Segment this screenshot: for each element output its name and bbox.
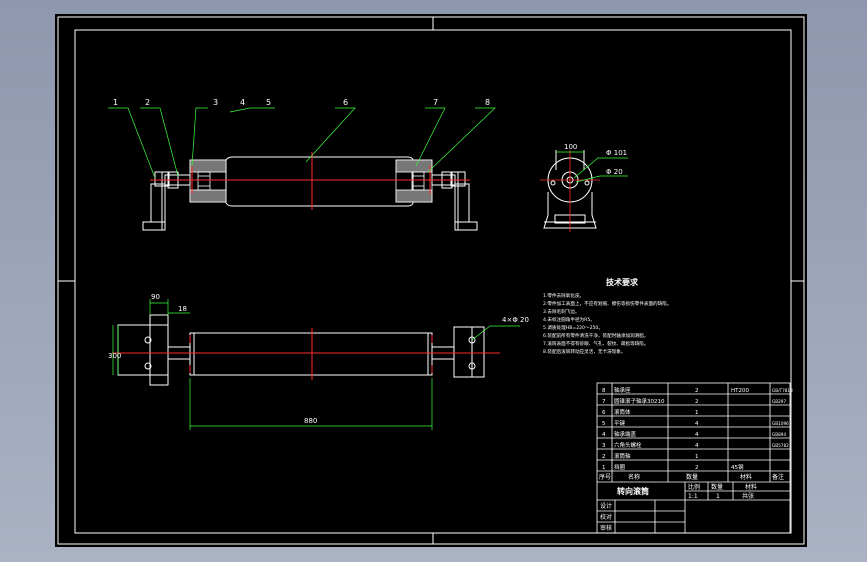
left-hub — [189, 159, 227, 203]
balloon-1[interactable]: 1 — [113, 98, 118, 107]
balloon-4[interactable]: 4 — [240, 98, 245, 107]
technical-notes: 技术要求 1.零件去除氧化皮。 2.零件加工表面上，不应有划痕、擦伤等损伤零件表… — [543, 277, 671, 355]
bom-cell-name: 滚筒轴 — [614, 452, 631, 460]
sign-label-review: 审核 — [600, 524, 612, 532]
bom-header-qty: 数量 — [686, 473, 698, 481]
bom-cell-note: GB1096 — [772, 421, 789, 426]
bom-cell-name: 六角头螺栓 — [614, 441, 642, 449]
bom-cell-qty: 1 — [695, 410, 699, 416]
bom-cell-name: 圆锥滚子轴承30210 — [614, 397, 665, 405]
balloon-7[interactable]: 7 — [433, 98, 438, 107]
dim-plan-upper[interactable]: 90 — [151, 293, 160, 301]
front-centerlines — [150, 152, 470, 210]
balloon-2[interactable]: 2 — [145, 98, 150, 107]
dim-plan-upper2[interactable]: 18 — [178, 305, 187, 313]
drawing-title[interactable]: 转向滚筒 — [617, 486, 649, 496]
bom-cell-qty: 2 — [695, 465, 699, 471]
note-line: 2.零件加工表面上，不应有划痕、擦伤等损伤零件表面的缺陷。 — [543, 300, 671, 307]
front-view: 1 2 3 4 5 6 7 8 — [108, 98, 496, 231]
balloon-8[interactable]: 8 — [485, 98, 490, 107]
dim-side-hole[interactable]: Φ 20 — [606, 168, 623, 176]
bom-cell-qty: 4 — [695, 432, 699, 438]
dim-plan-left[interactable]: 300 — [108, 352, 121, 360]
bom-cell-no: 3 — [602, 443, 606, 449]
bom-cell-qty: 2 — [695, 388, 699, 394]
note-line: 3.去除毛刺飞边。 — [543, 308, 580, 315]
bom-cell-no: 7 — [602, 399, 606, 405]
drawing-sheet — [55, 14, 807, 547]
bom-cell-name: 轴承座 — [614, 386, 631, 394]
note-line: 5.调质处理HB=220～250。 — [543, 324, 603, 331]
part-balloons: 1 2 3 4 5 6 7 8 — [113, 98, 490, 107]
sign-label-design: 设计 — [600, 502, 612, 510]
meta-value-sheets: 共张 — [742, 492, 754, 500]
bom-cell-no: 2 — [602, 454, 606, 460]
side-view: 100 Φ 101 Φ 20 — [540, 143, 628, 232]
bom-cell-note: GB297 — [772, 399, 786, 404]
note-line: 4.未标注圆角半径为R5。 — [543, 316, 595, 323]
bom-header-name: 名称 — [628, 473, 640, 481]
bom-cell-name: 挡圈 — [614, 463, 626, 471]
bom-cell-no: 5 — [602, 421, 606, 427]
sign-label-check: 校对 — [600, 513, 612, 521]
bom-cell-qty: 4 — [695, 421, 699, 427]
bom-cell-mat: 45钢 — [731, 463, 744, 471]
bom-cell-no: 4 — [602, 432, 606, 438]
note-line: 8.装配后滚筒转动应灵活，无卡滞现象。 — [543, 348, 625, 355]
dim-plan-right[interactable]: 4×Φ 20 — [502, 316, 529, 324]
note-line: 6.装配前所有零件清洗干净，装配时轴承加润滑脂。 — [543, 332, 648, 339]
bom-cell-name: 轴承端盖 — [614, 430, 637, 438]
notes-title: 技术要求 — [606, 277, 639, 287]
plan-view: 90 18 300 880 4×Φ 20 — [108, 293, 529, 430]
meta-value-scale: 1:1 — [688, 493, 698, 500]
left-bearing-seat — [142, 171, 170, 231]
note-line: 7.滚筒表面不得有砂眼、气孔、裂纹、疏松等缺陷。 — [543, 340, 648, 347]
bom-header-note: 备注 — [772, 473, 784, 481]
meta-value-qty: 1 — [716, 493, 720, 500]
balloon-6[interactable]: 6 — [343, 98, 348, 107]
frame-center-marks — [58, 17, 804, 544]
meta-label-mat: 材料 — [745, 483, 757, 491]
bom-cell-name: 平键 — [614, 419, 626, 427]
dim-plan-length[interactable]: 880 — [304, 417, 317, 425]
bom-cell-no: 8 — [602, 388, 606, 394]
front-leaders — [108, 107, 496, 179]
bom-header-mat: 材料 — [740, 473, 752, 481]
bom-cell-note: GB5782 — [772, 443, 789, 448]
bom-cell-note: GB/T7813 — [772, 388, 793, 393]
dim-side-bore[interactable]: Φ 101 — [606, 149, 627, 157]
bom-header-no: 序号 — [599, 473, 611, 481]
meta-label-scale: 比例 — [688, 483, 700, 491]
dim-side-width[interactable]: 100 — [564, 143, 577, 151]
bom-cell-qty: 4 — [695, 443, 699, 449]
bom-cell-name: 滚筒体 — [614, 408, 631, 416]
balloon-3[interactable]: 3 — [213, 98, 218, 107]
note-line: 1.零件去除氧化皮。 — [543, 292, 584, 299]
meta-label-qty: 数量 — [711, 483, 723, 491]
bom-cell-no: 6 — [602, 410, 606, 416]
bom-cell-qty: 1 — [695, 454, 699, 460]
bom-cell-note: GB894 — [772, 432, 786, 437]
right-hub — [395, 159, 433, 203]
bom-cell-no: 1 — [602, 465, 606, 471]
right-bearing-seat — [450, 171, 478, 231]
bom-cell-qty: 2 — [695, 399, 699, 405]
bom-cell-mat: HT200 — [731, 388, 749, 394]
balloon-5[interactable]: 5 — [266, 98, 271, 107]
